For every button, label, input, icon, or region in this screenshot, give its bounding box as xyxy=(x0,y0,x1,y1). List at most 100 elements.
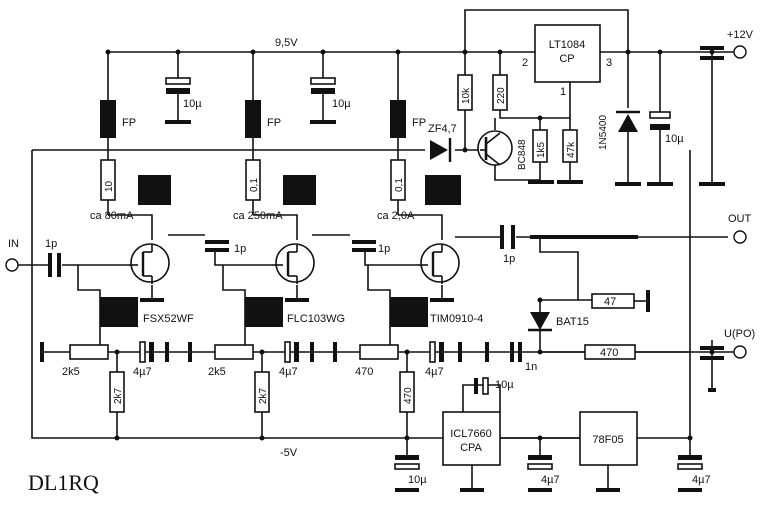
zener-diode-symbol xyxy=(430,138,452,162)
stage2-gate-cap xyxy=(284,341,291,363)
stage1-pot-label: 2k5 xyxy=(62,366,80,378)
stage1-gate-resistor-label: 2k7 xyxy=(113,387,124,404)
detector-series-label: 470 xyxy=(600,347,618,359)
stage2-pot-label: 2k5 xyxy=(208,366,226,378)
stage2-ferrite-label: FP xyxy=(267,117,281,129)
coupling-cap-23 xyxy=(352,240,376,252)
out-terminal xyxy=(733,230,747,244)
ground-bar xyxy=(528,488,552,492)
stage1-rail-cap-symbol xyxy=(165,77,191,120)
decoupling-bar xyxy=(40,342,44,362)
stage3-gate-choke xyxy=(390,297,428,327)
resistor-10k xyxy=(457,74,473,111)
78f05-label: 78F05 xyxy=(592,434,623,446)
stage2-cap-label: 10µ xyxy=(332,98,351,110)
stage2-drain-resistor-label: 0,1 xyxy=(249,178,260,192)
decoupling-bar xyxy=(485,342,489,362)
in-label: IN xyxy=(8,238,19,250)
stage1-gate-resistor xyxy=(109,371,125,413)
plus12v-label: +12V xyxy=(727,29,754,41)
out-label: OUT xyxy=(728,213,752,225)
decoupling-bar xyxy=(165,342,169,362)
ground-bar xyxy=(285,298,309,302)
upo-cap-symbol xyxy=(700,346,724,392)
stage2-bias-pot xyxy=(214,344,254,360)
coupling-cap-out xyxy=(500,225,515,249)
bat15-diode-symbol xyxy=(528,312,552,332)
stage2-gate-resistor-label: 2k7 xyxy=(258,387,269,404)
converter-mid-cap-symbol xyxy=(527,455,553,470)
stage1-fet-label: FSX52WF xyxy=(143,313,194,325)
stage-1: 10µ FP 10 ca 80mA FSX52WF 2k5 2k7 4µ7 xyxy=(62,77,202,413)
lt1084-regulator xyxy=(534,24,601,83)
coupling-cap-12 xyxy=(205,240,229,252)
coupling-cap-in-label: 1p xyxy=(45,238,57,250)
stage1-gate-cap xyxy=(139,341,146,363)
stage3-ferrite-label: FP xyxy=(412,117,426,129)
coupling-cap-12-label: 1p xyxy=(234,243,246,255)
pump-cap-label: 10µ xyxy=(495,379,514,391)
lt1084-sublabel: CP xyxy=(559,53,574,65)
stage2-drain-choke xyxy=(283,175,316,205)
resistor-10k-label: 10k xyxy=(461,87,472,104)
ground-bar xyxy=(395,488,419,492)
lt1084-pin1: 1 xyxy=(560,86,566,98)
ground-bar xyxy=(310,120,336,124)
coupling-cap-out-label: 1p xyxy=(503,253,515,265)
stage1-fet-symbol xyxy=(130,243,170,283)
1n5400-label: 1N5400 xyxy=(598,115,609,150)
lt1084-label: LT1084 xyxy=(549,39,586,51)
in-terminal xyxy=(5,258,19,272)
detector-series-resistor xyxy=(584,344,636,360)
resistor-220-label: 220 xyxy=(496,87,507,104)
icl7660-label: ICL7660 xyxy=(450,428,492,440)
regulator-cap-label: 10µ xyxy=(665,133,684,145)
resistor-1k5 xyxy=(532,129,548,163)
icl7660-sublabel: CPA xyxy=(460,442,482,454)
stage2-drain-resistor xyxy=(245,159,261,201)
ground-bar xyxy=(699,182,725,186)
stage1-ferrite xyxy=(100,100,116,138)
stage2-fet-symbol xyxy=(275,243,315,283)
stage3-bias-pot xyxy=(359,344,399,360)
bat15-label: BAT15 xyxy=(556,316,589,328)
coupling-cap-in xyxy=(48,253,61,277)
ground-bar xyxy=(430,298,454,302)
pump-cap-symbol xyxy=(474,377,489,395)
converter-mid-cap-label: 4µ7 xyxy=(541,474,560,486)
input-cap-symbol xyxy=(700,46,724,60)
decoupling-bar xyxy=(458,342,462,362)
stage1-drain-resistor-label: 10 xyxy=(104,180,115,192)
icl7660-converter xyxy=(442,411,501,466)
coupling-cap-23-label: 1p xyxy=(378,243,390,255)
stage3-drain-choke xyxy=(425,175,461,205)
resistor-47k xyxy=(562,129,578,163)
decoupling-bar xyxy=(333,342,337,362)
decoupling-bar xyxy=(188,342,192,362)
stage3-pot-label: 470 xyxy=(355,366,373,378)
ground-bar xyxy=(647,182,673,186)
rail-9v5-label: 9,5V xyxy=(275,37,298,49)
stage3-drain-resistor xyxy=(390,159,406,201)
stage2-fet-label: FLC103WG xyxy=(287,313,345,325)
detector-cap-label: 1n xyxy=(525,361,537,373)
lt1084-pin2: 2 xyxy=(522,57,528,69)
stage2-gate-resistor xyxy=(254,371,270,413)
stage2-gate-choke xyxy=(245,297,283,327)
stage3-gate-cap xyxy=(429,341,436,363)
ground-bar xyxy=(528,180,554,184)
ground-bar xyxy=(646,290,650,312)
stage2-gate-cap-label: 4µ7 xyxy=(279,366,298,378)
upo-label: U(PO) xyxy=(724,328,755,340)
stage3-current-label: ca 2,0A xyxy=(377,210,415,222)
stage1-cap-label: 10µ xyxy=(183,98,202,110)
zener-label: ZF4,7 xyxy=(428,123,457,135)
stage2-ferrite xyxy=(245,100,261,138)
regulator-cap-symbol xyxy=(649,111,671,130)
upo-terminal xyxy=(733,345,747,359)
stage2-rail-cap-symbol xyxy=(310,77,336,120)
78f05-cap-label: 4µ7 xyxy=(692,474,711,486)
output-stripline xyxy=(530,235,638,239)
stage3-gate-cap-label: 4µ7 xyxy=(425,366,444,378)
